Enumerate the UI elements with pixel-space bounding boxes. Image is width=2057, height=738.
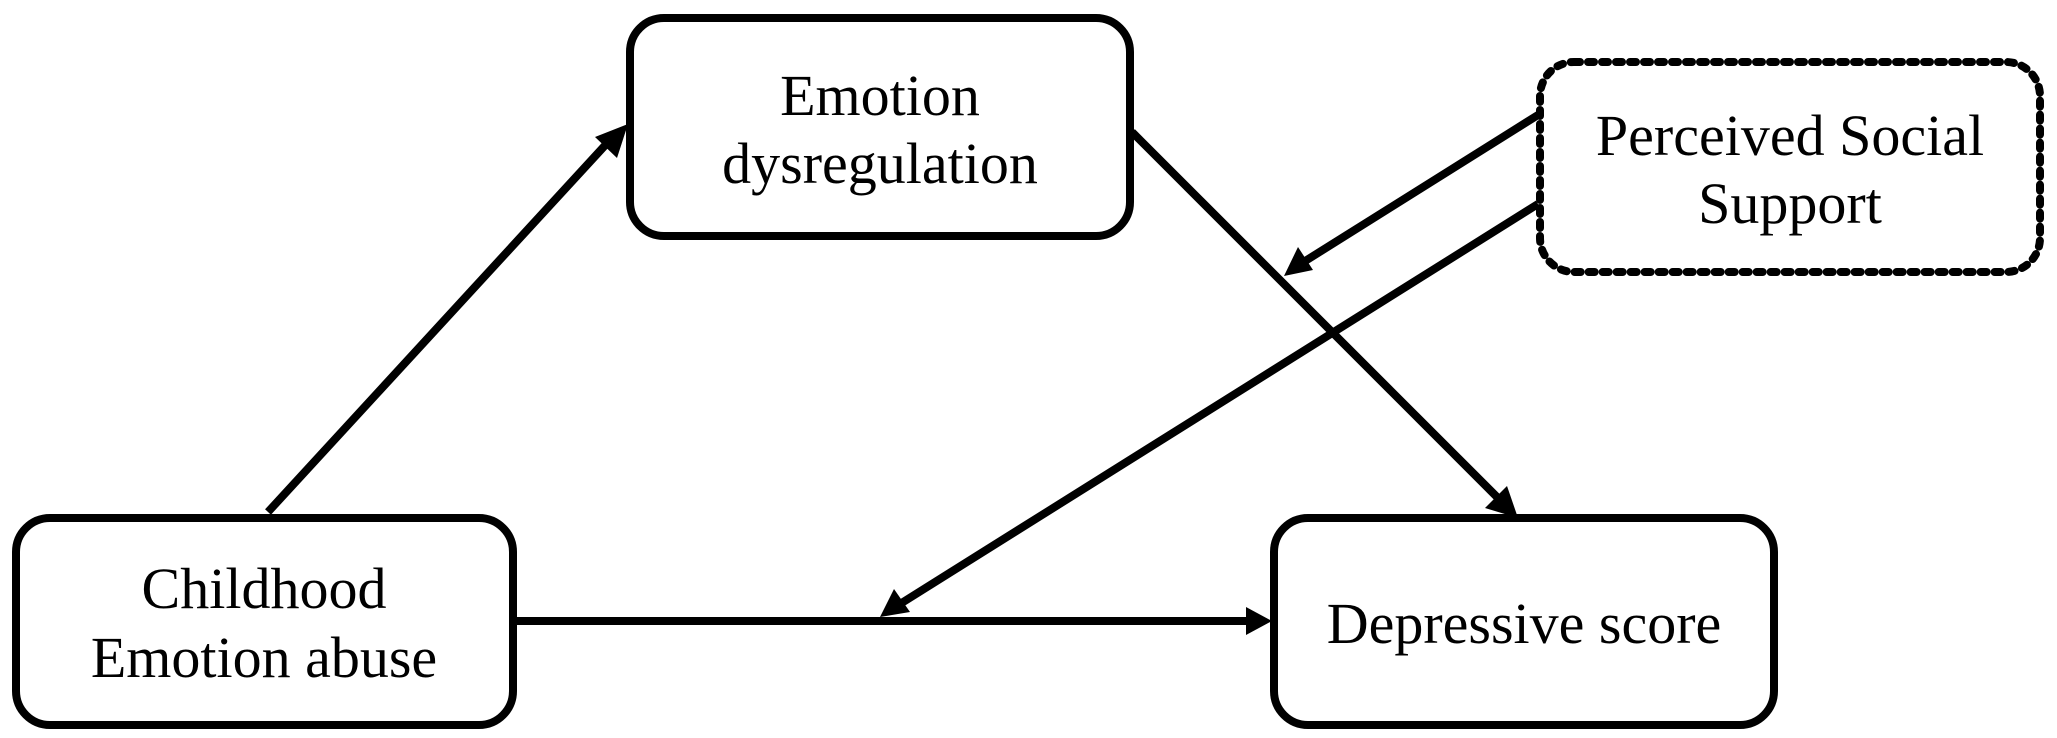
node-label-line: Childhood — [142, 556, 387, 621]
node-label-line: Emotion abuse — [91, 625, 437, 690]
edge-support-moderates-b-path — [1299, 111, 1541, 267]
node-perceived-social-support: Perceived Social Support — [1536, 58, 2044, 276]
arrowhead-support-moderates-b-path — [1284, 247, 1313, 276]
arrowhead-support-moderates-direct-path — [880, 589, 910, 617]
node-childhood-emotion-abuse: Childhood Emotion abuse — [12, 514, 517, 729]
arrowhead-abuse-to-dysregulation — [595, 124, 628, 158]
node-box-depressive-score — [1270, 514, 1778, 729]
node-label-line: dysregulation — [722, 131, 1038, 196]
node-label-line: Emotion — [780, 63, 980, 128]
edge-abuse-to-dysregulation — [265, 137, 613, 515]
edges — [265, 111, 1541, 635]
node-label-line: Perceived Social — [1596, 103, 1984, 168]
edge-dysregulation-to-depressive — [1129, 129, 1503, 503]
node-box-childhood-emotion-abuse — [12, 514, 517, 729]
node-box-perceived-social-support — [1536, 58, 2044, 276]
arrowhead-abuse-to-depressive — [1246, 607, 1272, 635]
node-depressive-score: Depressive score — [1270, 514, 1778, 729]
edge-support-moderates-direct-path — [897, 200, 1541, 608]
node-label-line: Depressive score — [1327, 591, 1722, 656]
node-label-line: Support — [1698, 171, 1882, 236]
node-emotion-dysregulation: Emotion dysregulation — [626, 14, 1134, 240]
arrowhead-dysregulation-to-depressive — [1485, 486, 1518, 518]
node-box-emotion-dysregulation — [626, 14, 1134, 240]
